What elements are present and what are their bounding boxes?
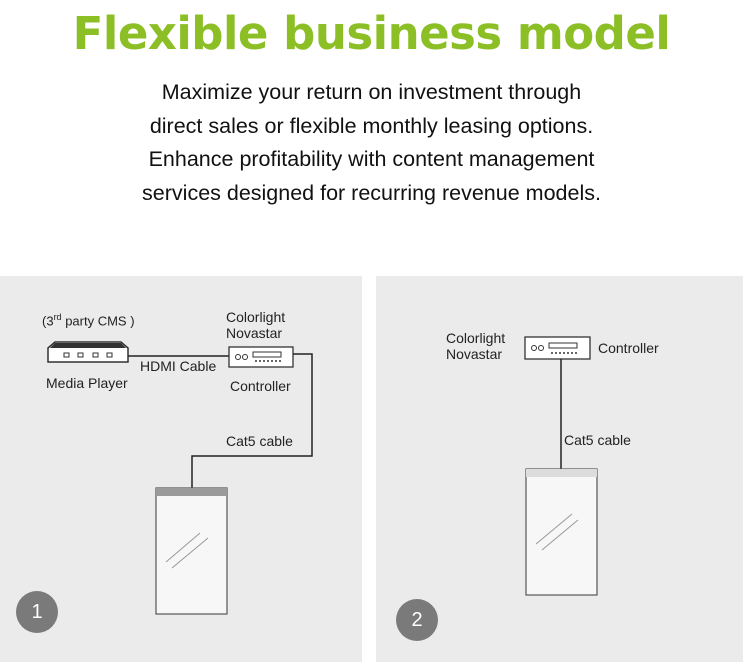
display-screen-icon — [155, 487, 228, 615]
controller-brand-novastar: Novastar — [446, 346, 503, 362]
media-player-icon — [47, 341, 129, 363]
controller-icon — [228, 346, 294, 368]
diagram-1-drawing — [47, 341, 313, 615]
media-player-label: Media Player — [46, 375, 128, 391]
hdmi-cable-label: HDMI Cable — [140, 358, 217, 374]
subtitle-line: Enhance profitability with content manag… — [148, 147, 595, 171]
cat5-cable-label: Cat5 cable — [226, 433, 293, 449]
subtitle-line: direct sales or flexible monthly leasing… — [149, 113, 594, 138]
subtitle-line: Maximize your return on investment throu… — [161, 80, 582, 104]
subtitle: Maximize your return on investment throu… — [0, 76, 743, 210]
subtitle-line: services designed for recurring revenue … — [142, 180, 601, 205]
controller-label: Controller — [230, 378, 291, 394]
controller-icon — [524, 336, 591, 360]
display-screen-icon — [525, 468, 598, 596]
diagram-panel-2: Colorlight Novastar Controller Cat5 cabl… — [376, 276, 743, 662]
controller-brand-colorlight: Colorlight — [226, 309, 286, 325]
page-title: Flexible business model — [72, 7, 671, 60]
step-badge-1: 1 — [16, 591, 58, 633]
cms-label: (3rd party CMS ) — [42, 312, 135, 329]
diagram-panel-1: (3rd party CMS ) Media Player HDMI Cable… — [0, 276, 362, 662]
controller-brand-colorlight: Colorlight — [446, 330, 506, 346]
controller-label: Controller — [598, 340, 659, 356]
diagram-2-drawing — [524, 336, 598, 596]
controller-brand-novastar: Novastar — [226, 325, 283, 341]
cat5-cable-line — [191, 353, 313, 488]
cat5-cable-label: Cat5 cable — [564, 432, 631, 448]
step-badge-2: 2 — [396, 599, 438, 641]
